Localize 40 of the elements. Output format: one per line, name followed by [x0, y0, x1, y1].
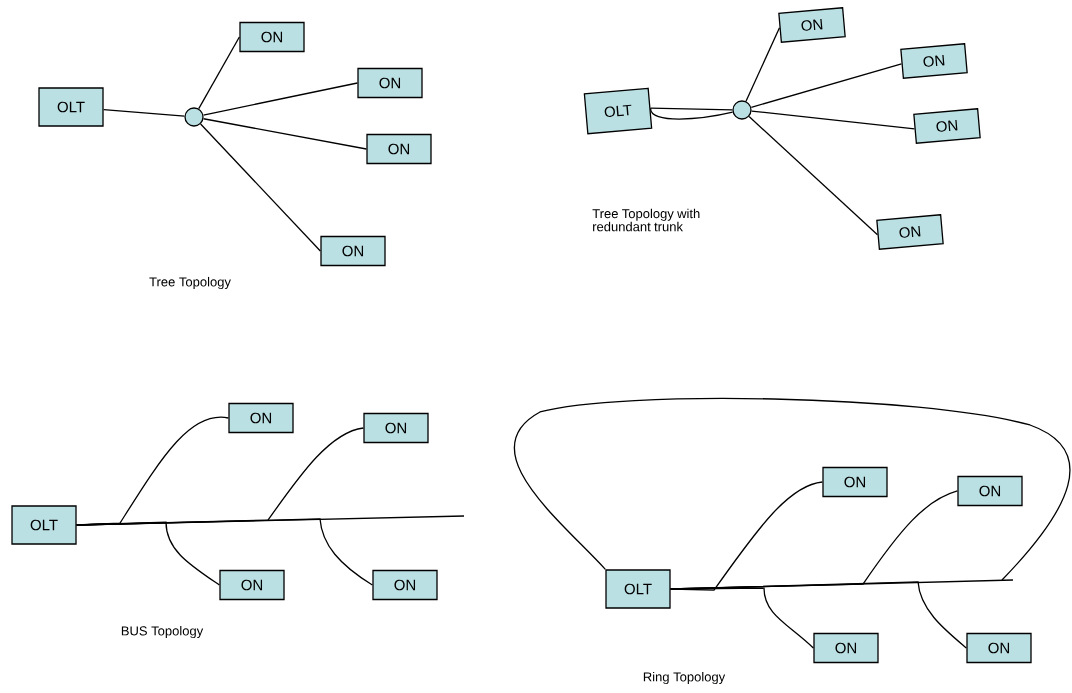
splitter-circle — [732, 100, 752, 120]
connector-line — [745, 27, 781, 102]
on-box: ON — [822, 466, 888, 498]
connector-line — [76, 515, 465, 526]
caption: BUS Topology — [121, 625, 204, 639]
on-box: ON — [900, 43, 968, 79]
olt-box: OLT — [11, 505, 77, 545]
olt-box: OLT — [38, 87, 104, 127]
connector-line — [103, 109, 186, 117]
connector-line — [750, 63, 903, 108]
connector-line — [202, 118, 367, 150]
on-box: ON — [228, 402, 294, 434]
connector-line — [200, 123, 321, 252]
on-box: ON — [957, 475, 1023, 507]
caption: Tree Topology — [149, 276, 231, 290]
on-box: ON — [366, 133, 432, 165]
splitter-circle — [184, 107, 204, 127]
on-box: ON — [357, 67, 423, 99]
on-box: ON — [219, 569, 285, 601]
on-box: ON — [813, 632, 879, 664]
on-box: ON — [778, 7, 846, 43]
connector-line — [649, 107, 733, 111]
on-box: ON — [966, 632, 1032, 664]
olt-box: OLT — [583, 87, 653, 135]
on-box: ON — [876, 214, 944, 250]
connector-line — [750, 110, 916, 130]
on-box: ON — [363, 412, 429, 444]
on-box: ON — [320, 235, 386, 267]
caption: Ring Topology — [643, 671, 726, 685]
connector-line — [202, 82, 358, 116]
connector-line — [748, 115, 879, 236]
caption: Tree Topology with redundant trunk — [592, 208, 700, 232]
connector-line — [513, 397, 1071, 581]
connector-line — [198, 36, 240, 110]
connector-line — [670, 579, 1014, 590]
on-box: ON — [913, 108, 981, 144]
connector-line — [649, 107, 734, 120]
on-box: ON — [239, 21, 305, 53]
olt-box: OLT — [605, 569, 671, 609]
on-box: ON — [372, 569, 438, 601]
